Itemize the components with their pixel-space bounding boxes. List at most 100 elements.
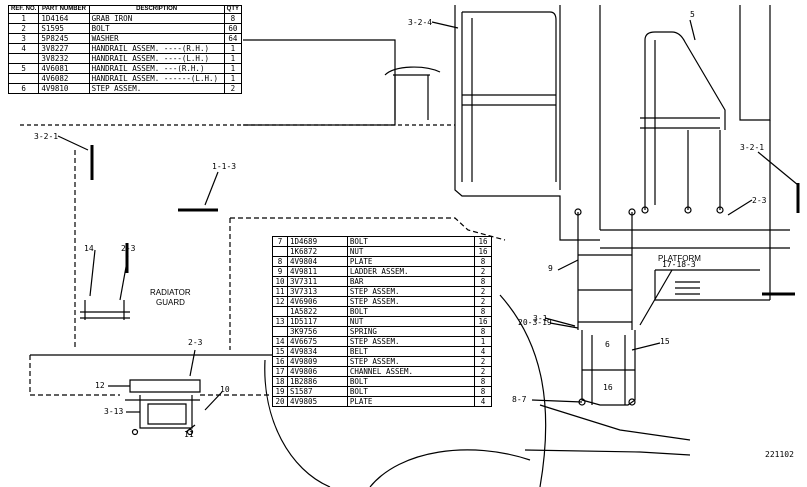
- cell-ref: 19: [272, 386, 288, 397]
- leader: [544, 317, 576, 327]
- guard-lower-dashed: [29, 355, 120, 396]
- cell-ref: [7, 53, 40, 64]
- cell-qty: 8: [474, 386, 492, 397]
- leader: [557, 259, 579, 271]
- cell-desc: HANDRAIL ASSEM. ----(R.H.): [88, 43, 225, 54]
- cell-ref: 18: [272, 376, 288, 387]
- cell-desc: PLATE: [346, 396, 476, 407]
- cell-desc: LADDER ASSEM.: [346, 266, 476, 277]
- fender-line-2: [524, 449, 691, 456]
- label-16: 16: [603, 383, 613, 392]
- cell-part: 3K9756: [287, 326, 348, 337]
- engine-housing-edge: [454, 5, 600, 241]
- handrail-324: [462, 11, 557, 182]
- cell-ref: 9: [272, 266, 288, 277]
- label-3-2-4: 3-2-4: [408, 18, 433, 27]
- cell-desc: STEP ASSEM.: [346, 296, 476, 307]
- bolt: [641, 206, 649, 214]
- cell-qty: 1: [474, 336, 492, 347]
- cell-desc: BOLT: [88, 23, 225, 34]
- label-radiator: RADIATOR: [150, 288, 191, 297]
- cell-part: 3V8227: [38, 43, 90, 54]
- cell-qty: 2: [474, 266, 492, 277]
- cell-part: 4V9834: [287, 346, 348, 357]
- wheel-arc-mid: [369, 449, 531, 487]
- cell-part: 3V7311: [287, 276, 348, 287]
- cell-ref: 12: [272, 296, 288, 307]
- cell-qty: 8: [474, 326, 492, 337]
- cell-desc: GRAB IRON: [88, 13, 225, 24]
- col-desc: DESCRIPTION: [88, 5, 225, 14]
- leader: [531, 399, 583, 403]
- leader: [431, 21, 459, 29]
- cell-qty: 64: [223, 33, 243, 44]
- cell-qty: 60: [223, 23, 243, 34]
- cell-ref: 20: [272, 396, 288, 407]
- cell-part: S1587: [287, 386, 348, 397]
- cell-ref: 2: [7, 23, 40, 34]
- cell-desc: STEP ASSEM.: [346, 286, 476, 297]
- cab-frame: [739, 5, 771, 121]
- bolt: [684, 206, 692, 214]
- cell-desc: STEP ASSEM.: [88, 83, 225, 94]
- step-11: [147, 403, 187, 425]
- label-10: 10: [220, 385, 230, 394]
- cell-qty: 8: [474, 376, 492, 387]
- cell-desc: PLATE: [346, 256, 476, 267]
- cell-qty: 16: [474, 316, 492, 327]
- cell-part: 1A5822: [287, 306, 348, 317]
- label-11: 11: [184, 430, 194, 439]
- cell-part: 4V9806: [287, 366, 348, 377]
- cell-ref: 14: [272, 336, 288, 347]
- handrail-5-bars: [640, 40, 720, 210]
- cell-part: 4V6675: [287, 336, 348, 347]
- leader: [727, 199, 753, 216]
- col-ref: REF. NO.: [7, 5, 40, 14]
- leader: [204, 171, 219, 206]
- cell-part: 3V8232: [38, 53, 90, 64]
- leader: [89, 249, 96, 297]
- label-14: 14: [84, 244, 94, 253]
- bolt: [131, 428, 139, 436]
- cell-ref: 16: [272, 356, 288, 367]
- mid-dashed-edge: [230, 217, 506, 241]
- cell-part: 4V9810: [38, 83, 90, 94]
- cell-part: 4V9804: [287, 256, 348, 267]
- cell-ref: 7: [272, 236, 288, 247]
- leader: [757, 151, 799, 186]
- label-20-3-19: 20-3-19: [518, 318, 552, 327]
- step-block: [654, 270, 770, 301]
- label-5: 5: [690, 10, 695, 19]
- wheel-arc-left: [264, 359, 331, 487]
- cell-desc: BOLT: [346, 386, 476, 397]
- cell-desc: BOLT: [346, 306, 476, 317]
- cell-ref: 10: [272, 276, 288, 287]
- cell-desc: BELT: [346, 346, 476, 357]
- lower-ladder-rungs: [582, 335, 635, 405]
- cell-desc: HANDRAIL ASSEM. ---(R.H.): [88, 63, 225, 74]
- leader: [549, 322, 579, 329]
- handrail-5-legs: [687, 130, 721, 210]
- cell-qty: 8: [474, 306, 492, 317]
- cell-ref: 5: [7, 63, 40, 74]
- bolt: [716, 206, 724, 214]
- label-6: 6: [605, 340, 610, 349]
- col-qty: QTY: [223, 5, 243, 14]
- label-2-3-c: 2-3: [188, 338, 203, 347]
- cell-part: 4V9805: [287, 396, 348, 407]
